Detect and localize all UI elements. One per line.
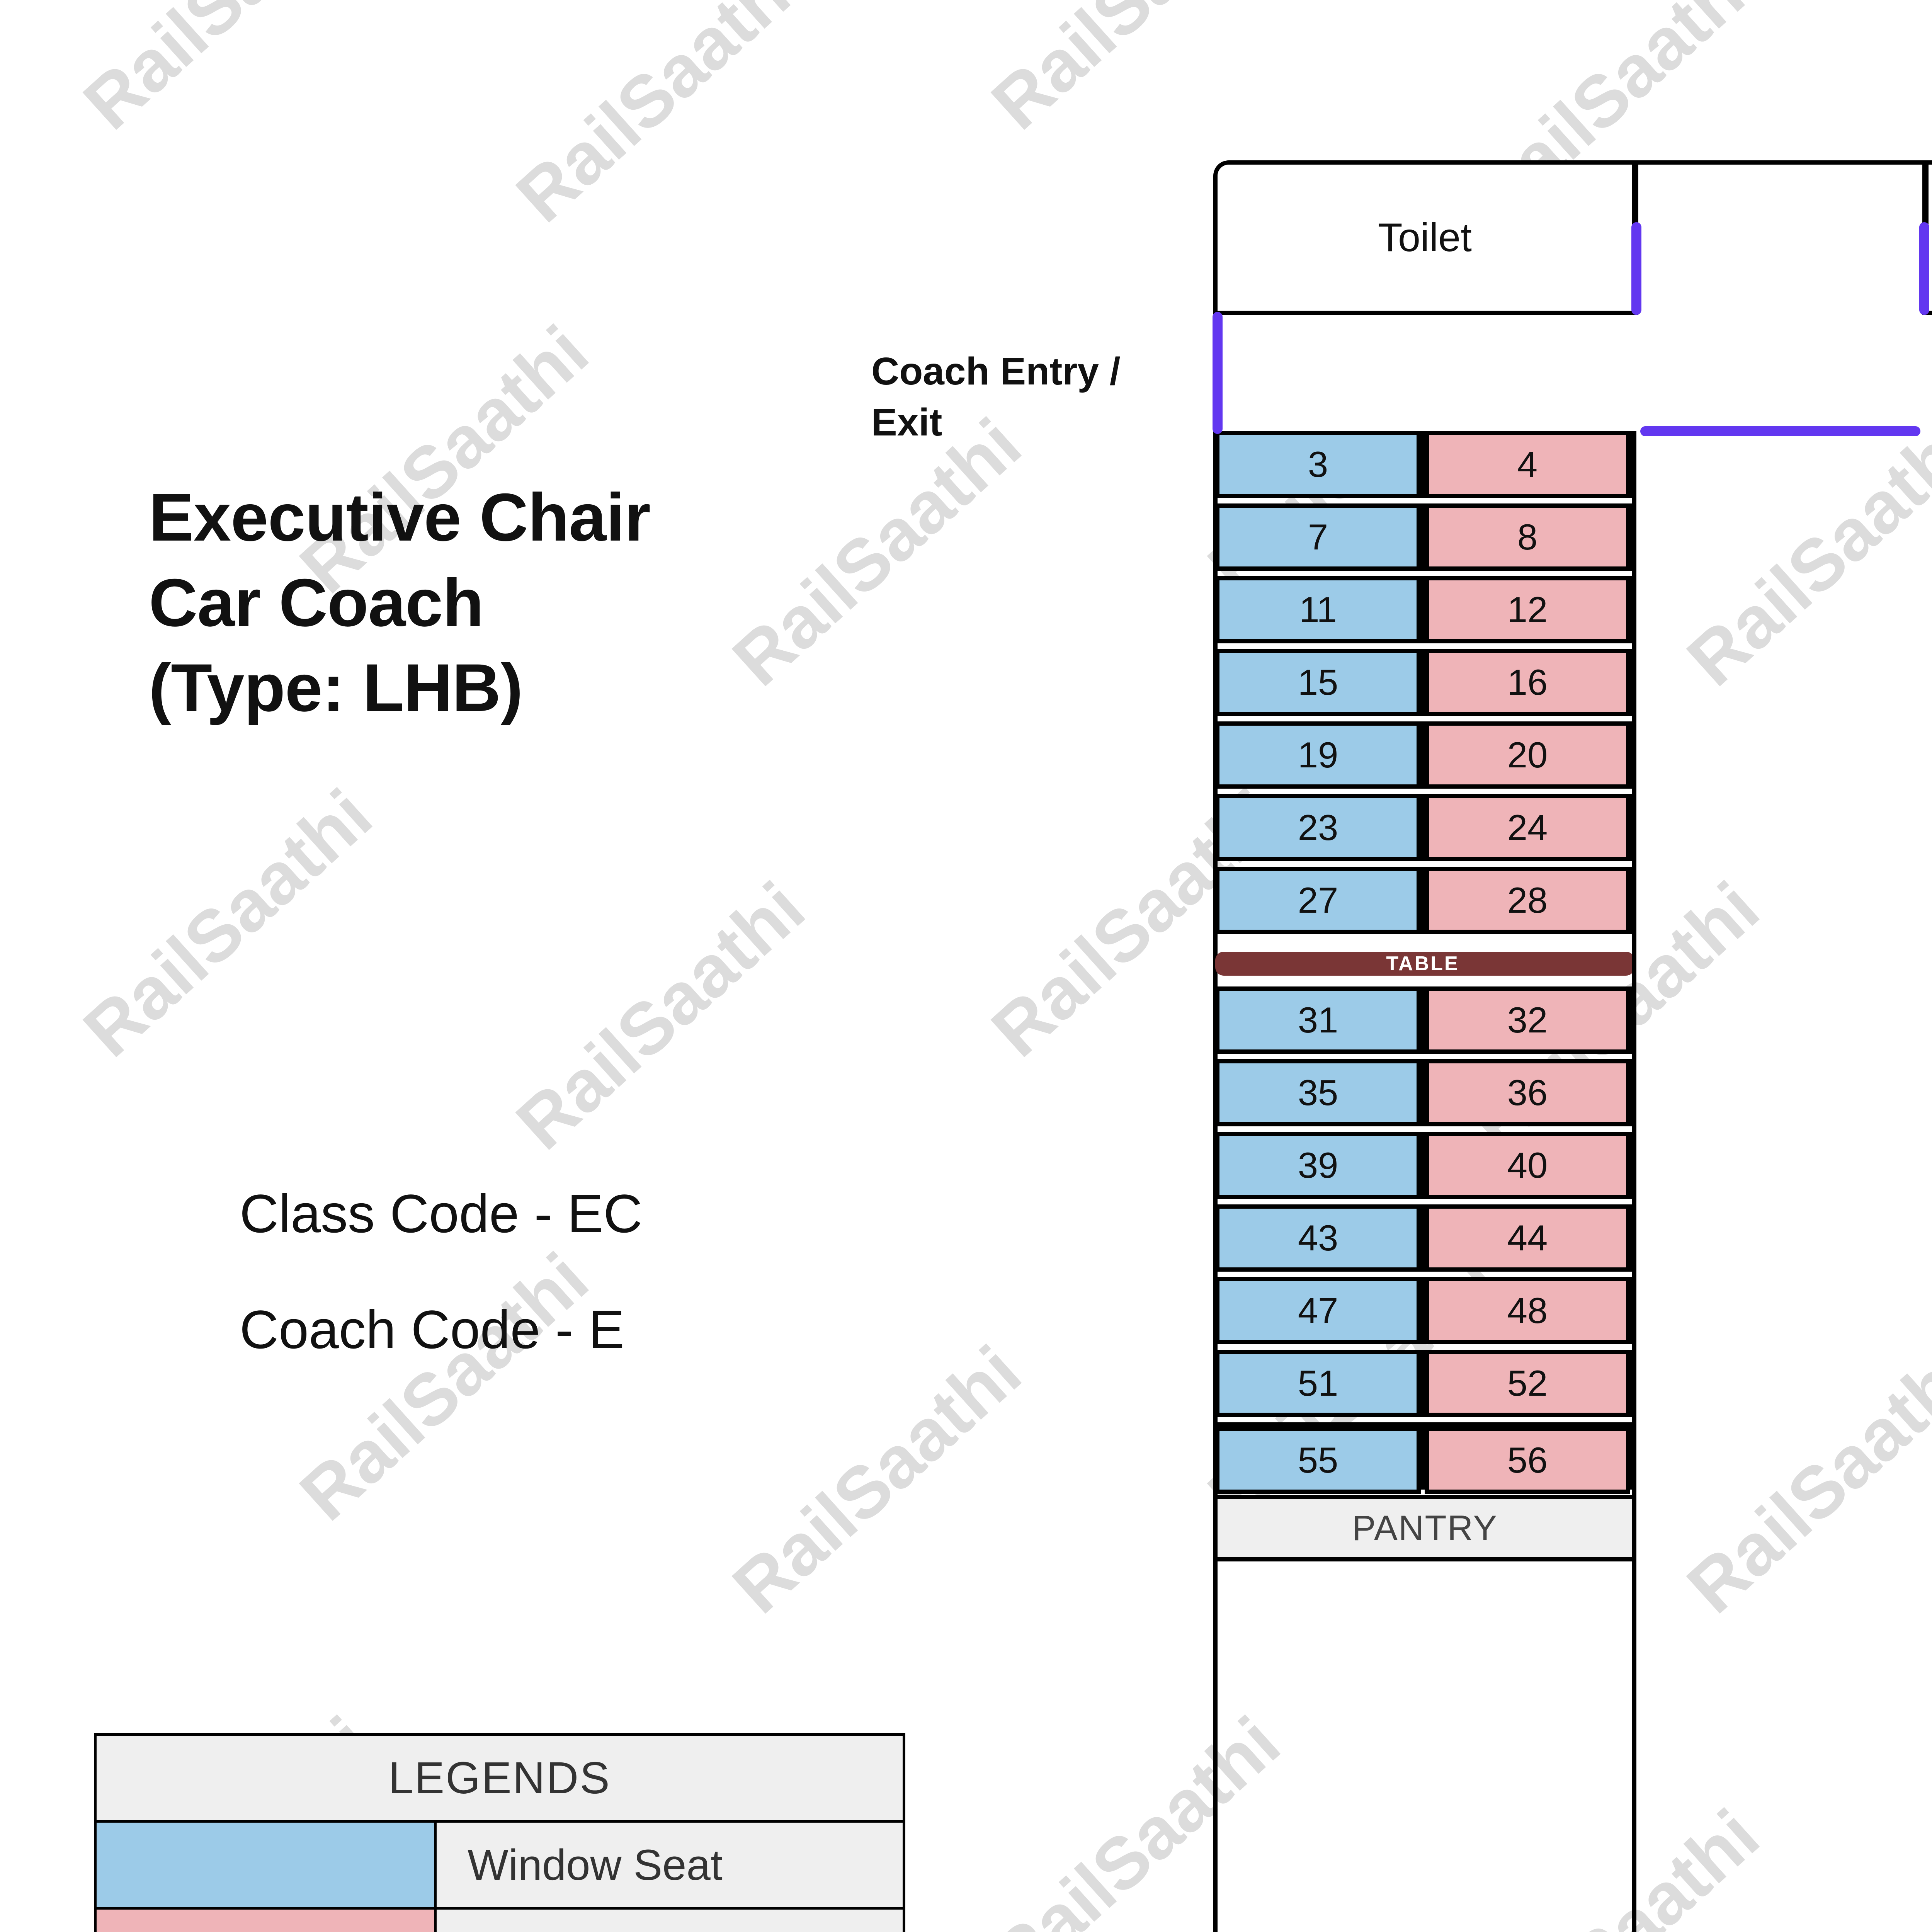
coach-entry-exit-top-left: Coach Entry / Exit <box>871 350 1121 444</box>
seat-row-gap <box>1213 934 1632 939</box>
seat-15[interactable]: 15 <box>1215 649 1421 716</box>
seat-56[interactable]: 56 <box>1425 1427 1630 1494</box>
seat-row-gap <box>1213 1054 1632 1059</box>
seat-19[interactable]: 19 <box>1215 721 1421 789</box>
aisle-seat-label: Aisle Seat <box>437 1910 903 1932</box>
pantry: PANTRY <box>1218 1495 1636 1561</box>
seat-39[interactable]: 39 <box>1215 1132 1421 1199</box>
seat-row-gap <box>1213 789 1632 794</box>
toilet-top-left: Toilet <box>1213 160 1636 315</box>
seating-area: 12569101314171821222526TABLE293033343738… <box>1213 431 1932 1932</box>
legend-item-window-seat: Window Seat <box>97 1823 903 1910</box>
seat-16[interactable]: 16 <box>1425 649 1630 716</box>
seat-row-gap <box>1213 498 1632 503</box>
seat-40[interactable]: 40 <box>1425 1132 1630 1199</box>
toilet-band-top: Toilet Toilet <box>1213 160 1932 315</box>
vestibule-top <box>1213 315 1932 431</box>
seat-36[interactable]: 36 <box>1425 1059 1630 1126</box>
coach-code-label: Coach Code - E <box>240 1299 625 1360</box>
seat-12[interactable]: 12 <box>1425 576 1630 643</box>
seat-27[interactable]: 27 <box>1215 867 1421 934</box>
seat-35[interactable]: 35 <box>1215 1059 1421 1126</box>
seat-55[interactable]: 55 <box>1215 1427 1421 1494</box>
seat-row-gap <box>1213 1199 1632 1204</box>
aisle-seat-swatch <box>97 1910 437 1932</box>
partition-cap <box>1213 1422 1632 1427</box>
page-title-line-2: (Type: LHB) <box>149 650 523 726</box>
seat-20[interactable]: 20 <box>1425 721 1630 789</box>
seat-row-gap <box>1213 571 1632 576</box>
seat-47[interactable]: 47 <box>1215 1277 1421 1344</box>
seat-32[interactable]: 32 <box>1425 986 1630 1054</box>
window-seat-swatch <box>97 1823 437 1907</box>
door-toilet-top-right <box>1919 222 1929 315</box>
coach-top-rim <box>1636 160 1924 165</box>
seat-row-gap <box>1213 643 1632 649</box>
seat-row-gap <box>1213 1417 1632 1422</box>
door-gangway-top <box>1640 426 1920 436</box>
legend-item-aisle-seat: Aisle Seat <box>97 1910 903 1932</box>
watermark-text: RailSaathi <box>1930 0 1932 146</box>
legend: LEGENDS Window Seat Aisle Seat Door <box>94 1733 905 1932</box>
seat-row-gap <box>1213 1126 1632 1132</box>
seat-11[interactable]: 11 <box>1215 576 1421 643</box>
seat-52[interactable]: 52 <box>1425 1350 1630 1417</box>
legend-header: LEGENDS <box>97 1736 903 1823</box>
seat-row-gap <box>1213 1494 1632 1499</box>
door-coach-entry-top-left <box>1213 312 1223 434</box>
coach-shell: Toilet Toilet 12569101314171821222526TAB… <box>1213 160 1932 1932</box>
seat-row-gap <box>1213 716 1632 721</box>
table-right: TABLE <box>1215 952 1630 976</box>
class-code-label: Class Code - EC <box>240 1183 643 1244</box>
seat-row-gap <box>1213 1344 1632 1350</box>
seat-24[interactable]: 24 <box>1425 794 1630 861</box>
seat-28[interactable]: 28 <box>1425 867 1630 934</box>
seat-44[interactable]: 44 <box>1425 1204 1630 1272</box>
seat-48[interactable]: 48 <box>1425 1277 1630 1344</box>
seat-31[interactable]: 31 <box>1215 986 1421 1054</box>
seat-23[interactable]: 23 <box>1215 794 1421 861</box>
page-title-line-1: Car Coach <box>149 565 484 641</box>
seat-4[interactable]: 4 <box>1425 431 1630 498</box>
seat-43[interactable]: 43 <box>1215 1204 1421 1272</box>
coach-layout-diagram: Toilet Toilet 12569101314171821222526TAB… <box>1213 160 1932 1932</box>
seat-8[interactable]: 8 <box>1425 503 1630 571</box>
watermark-text: RailSaathi <box>976 0 1296 146</box>
seat-row-gap <box>1213 1272 1632 1277</box>
seat-7[interactable]: 7 <box>1215 503 1421 571</box>
seat-3[interactable]: 3 <box>1215 431 1421 498</box>
seat-51[interactable]: 51 <box>1215 1350 1421 1417</box>
page-title-line-0: Executive Chair <box>149 480 651 555</box>
door-toilet-top-left <box>1631 222 1641 315</box>
seat-row-gap <box>1213 861 1632 867</box>
window-seat-label: Window Seat <box>437 1823 903 1907</box>
